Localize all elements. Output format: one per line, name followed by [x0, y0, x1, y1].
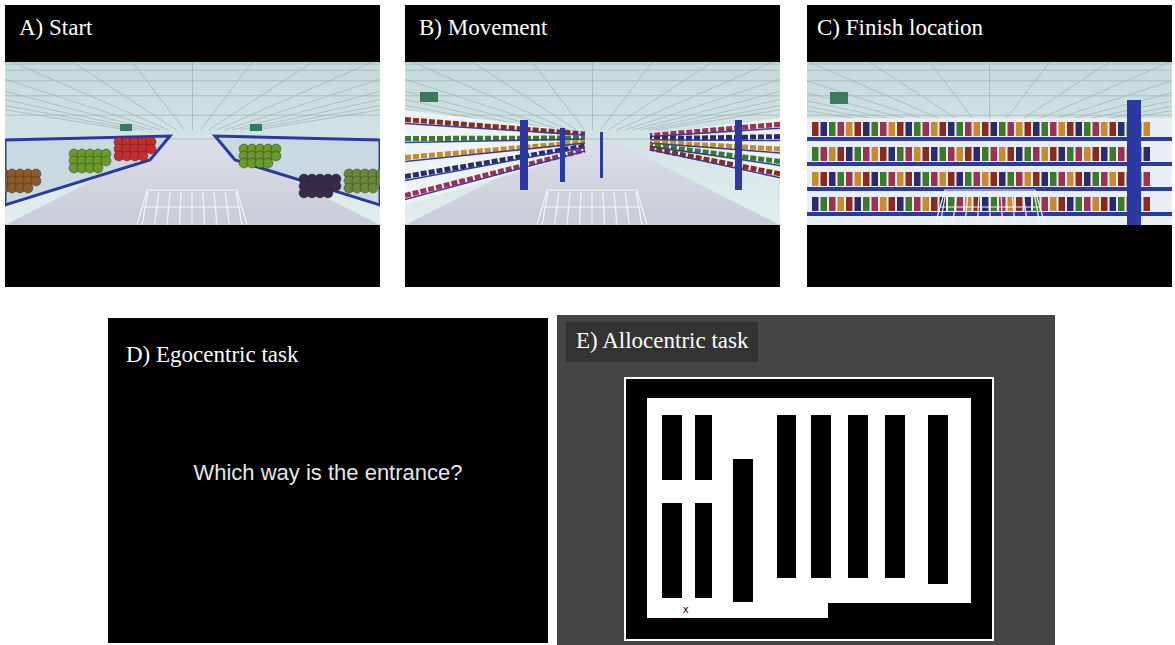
movement-scene [405, 62, 780, 225]
finish-scene [807, 62, 1172, 225]
location-mark: x [683, 603, 689, 615]
prompt-text: Which way is the entrance? [193, 460, 462, 486]
panel-ground [405, 5, 780, 287]
panel-ground [807, 5, 1172, 287]
finish-panel: C) Finish location [807, 5, 1172, 287]
egocentric-panel: D) Egocentric taskWhich way is the entra… [108, 318, 548, 643]
allocentric-panel: E) Allocentric task [557, 315, 1055, 645]
panel-heading: D) Egocentric task [116, 336, 308, 376]
panel-heading: E) Allocentric task [566, 322, 758, 362]
panel-heading: B) Movement [409, 9, 557, 49]
panel-ground [108, 318, 548, 643]
store-map [625, 378, 993, 640]
panel-heading: C) Finish location [807, 9, 993, 49]
movement-panel: B) Movement [405, 5, 780, 287]
panel-heading: A) Start [9, 9, 102, 49]
start-scene [5, 62, 380, 225]
start-panel: A) Start [5, 5, 380, 287]
panel-ground [557, 315, 1055, 645]
panel-ground [5, 5, 380, 287]
